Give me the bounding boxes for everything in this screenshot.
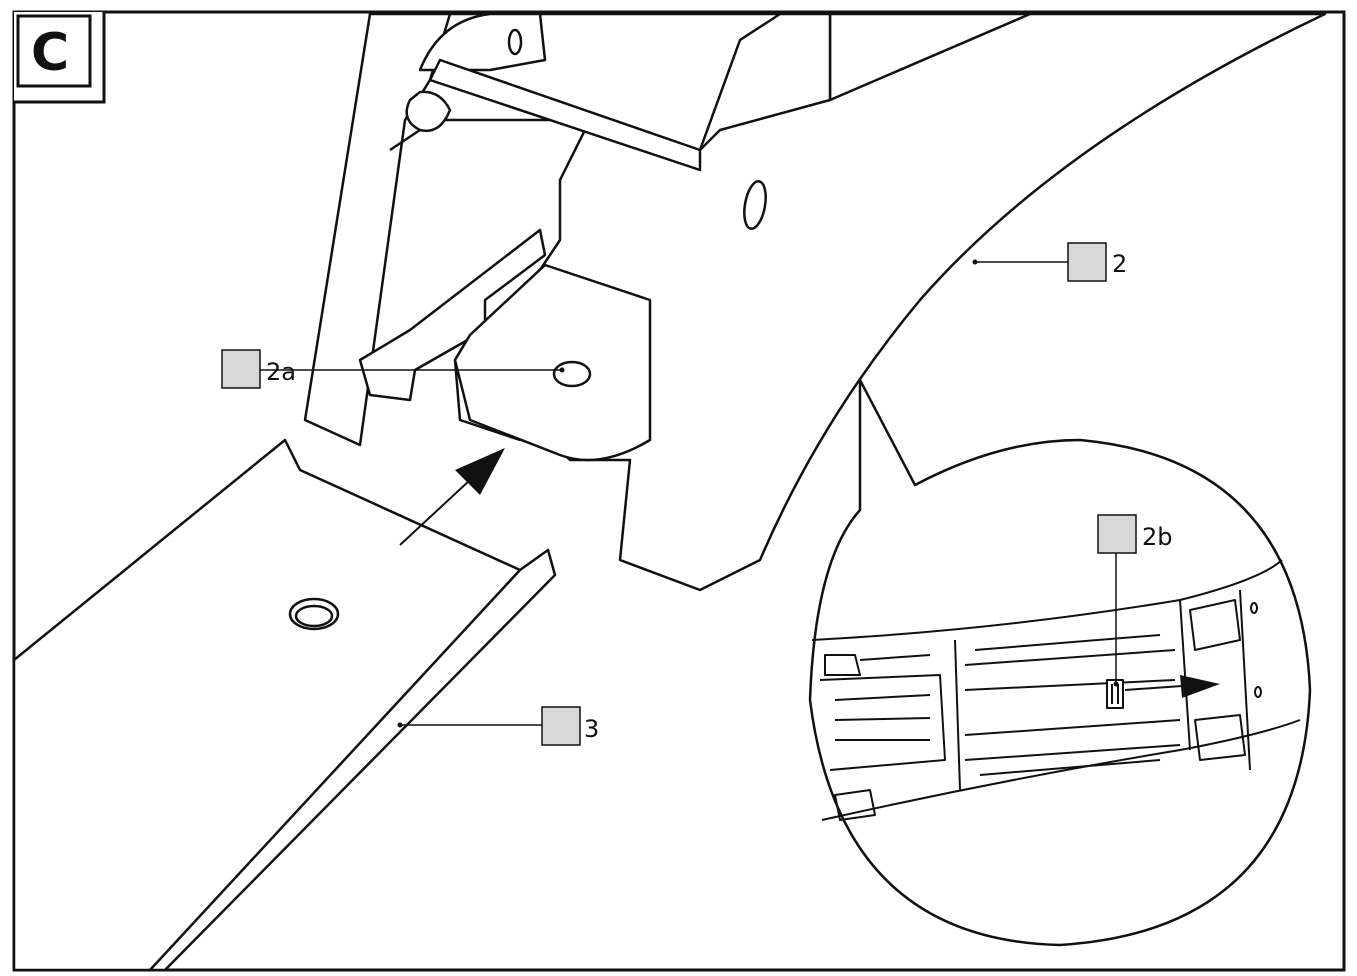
callout-2b: 2b (1097, 514, 1173, 554)
leader-lines (260, 261, 1117, 726)
detail-magnifier (808, 378, 1312, 947)
step-badge: C (14, 12, 106, 104)
mount-hole-icon (743, 180, 767, 230)
leader-dots (397, 259, 1119, 728)
callout-3-label: 3 (584, 715, 599, 743)
callout-2b-label: 2b (1142, 523, 1173, 551)
insertion-arrow-icon (399, 448, 505, 546)
callout-2a-label: 2a (266, 358, 296, 386)
callout-2: 2 (1067, 242, 1127, 282)
hole-2a-icon (552, 360, 592, 388)
callout-2a: 2a (221, 349, 296, 389)
receptacle (358, 228, 652, 462)
blade-hole-icon (288, 597, 340, 631)
handle-bracket (303, 12, 832, 447)
callout-3: 3 (541, 706, 599, 746)
step-letter: C (31, 23, 69, 83)
callout-2-label: 2 (1112, 250, 1127, 278)
slide-arrow-icon (1124, 675, 1220, 698)
blade-part-3 (12, 438, 557, 972)
bracket-hole-icon (507, 28, 523, 56)
